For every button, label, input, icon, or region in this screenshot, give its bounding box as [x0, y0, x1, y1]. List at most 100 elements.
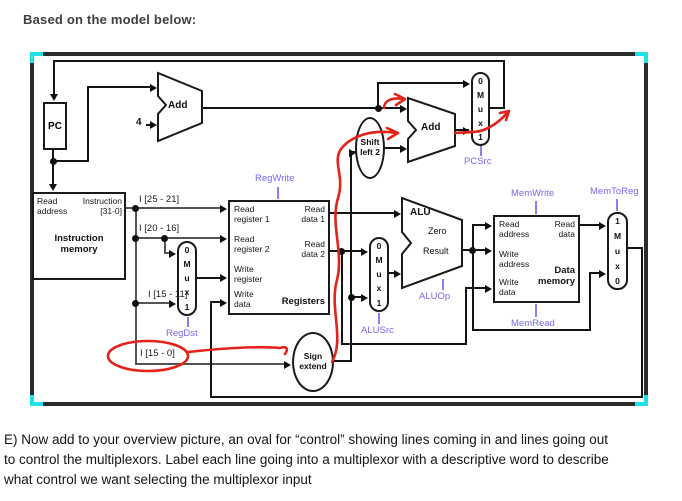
- wire: [341, 343, 467, 345]
- mux-port-label: 1: [376, 297, 382, 308]
- wire: [202, 107, 379, 109]
- signal-pcsrc-label: PCSrc: [464, 156, 492, 167]
- pcsrc-mux: 0 M u x 1: [471, 72, 490, 146]
- mux-label: x: [615, 260, 620, 271]
- sign-extend-unit: Sign extend: [292, 332, 334, 392]
- wire: [330, 250, 362, 252]
- signal-memtoreg-label: MemToReg: [590, 186, 639, 197]
- field-i15-11-label: I [15 - 11]: [148, 289, 188, 300]
- wire: [641, 247, 643, 398]
- red-path-immediate-to-branch-adder: [330, 130, 398, 364]
- selection-handle-top-right[interactable]: [635, 52, 648, 56]
- question-text: E) Now add to your overview picture, an …: [4, 432, 609, 487]
- constant-four-label: 4: [136, 117, 142, 128]
- wire-junction: [348, 294, 355, 301]
- mux-port-label: 1: [478, 131, 483, 142]
- wire: [350, 151, 352, 362]
- mux-port-label: 0: [478, 76, 483, 86]
- wire: [52, 150, 54, 186]
- red-arrow-to-sign-extend: [186, 345, 289, 356]
- selection-handle-bottom-left[interactable]: [30, 395, 34, 406]
- memtoreg-mux: 1 M u x 0: [607, 212, 628, 290]
- wire: [330, 212, 396, 214]
- arrowhead: [400, 105, 407, 113]
- wire: [87, 86, 89, 162]
- arrowhead: [49, 184, 57, 191]
- alusrc-mux: 0 M u x 1: [369, 237, 389, 312]
- mux-port-label: 1: [184, 301, 190, 312]
- selection-handle-bottom-right[interactable]: [635, 402, 648, 406]
- signal-tick: [442, 279, 444, 290]
- selection-handle-top-left[interactable]: [30, 52, 43, 56]
- sign-extend-label: Sign extend: [299, 351, 327, 371]
- pc-block: PC: [43, 102, 67, 150]
- wire-junction: [50, 158, 57, 165]
- mux-label: x: [184, 287, 190, 298]
- selection-handle-bottom-right[interactable]: [644, 395, 648, 406]
- signal-memwrite-label: MemWrite: [511, 188, 555, 199]
- reg-write-data-label: Write data: [234, 289, 254, 310]
- arrowhead: [349, 149, 356, 157]
- wire: [197, 277, 222, 279]
- mux-port-label: 0: [376, 241, 382, 251]
- signal-regwrite-label: RegWrite: [255, 173, 295, 184]
- im-read-address-label: Read address: [37, 196, 68, 217]
- signal-tick: [187, 317, 189, 327]
- arrowhead: [220, 205, 227, 213]
- arrowhead: [485, 285, 492, 293]
- signal-regdst-label: RegDst: [166, 328, 198, 339]
- field-i20-16-label: I [20 - 16]: [139, 223, 180, 234]
- field-i15-0-label: I [15 - 0]: [140, 348, 175, 359]
- reg-read-register-2-label: Read register 2: [234, 234, 270, 255]
- mux-label: M: [375, 255, 383, 266]
- reg-read-data-1-label: Read data 1: [301, 204, 325, 225]
- reg-write-register-label: Write register: [234, 264, 263, 285]
- branch-adder-label: Add: [421, 122, 441, 133]
- wire: [472, 224, 474, 251]
- mux-port-label: 0: [184, 245, 190, 255]
- wire: [472, 329, 591, 331]
- selection-handle-top-left[interactable]: [30, 52, 34, 63]
- wire: [377, 82, 379, 109]
- wire: [472, 249, 486, 251]
- wire: [472, 249, 474, 331]
- pc-adder-shape: [157, 71, 203, 143]
- dm-read-address-label: Read address: [499, 219, 530, 240]
- dm-write-address-label: Write address: [499, 249, 530, 270]
- mux-label: u: [376, 269, 382, 280]
- selection-handle-bottom-left[interactable]: [30, 402, 43, 406]
- data-memory-block: [493, 215, 580, 303]
- arrowhead: [463, 80, 470, 88]
- mux-port-label: 0: [615, 275, 620, 286]
- wire-instruction-bus: [135, 207, 137, 365]
- wire-junction: [132, 205, 139, 212]
- wire: [489, 107, 505, 109]
- arrowhead: [599, 222, 606, 230]
- selection-handle-top-right[interactable]: [644, 52, 648, 63]
- mux-label: M: [183, 259, 191, 270]
- alu-zero-label: Zero: [428, 226, 447, 236]
- signal-tick: [277, 187, 279, 199]
- wire: [465, 287, 467, 345]
- wire-junction: [469, 247, 476, 254]
- mux-label: x: [478, 117, 483, 128]
- red-arrow-pc4-into-adder: [382, 97, 406, 110]
- alu-label: ALU: [410, 207, 431, 218]
- arrowhead: [150, 121, 157, 129]
- wire: [377, 82, 467, 84]
- wire: [53, 60, 505, 62]
- alu-result-label: Result: [423, 246, 449, 256]
- signal-memread-label: MemRead: [511, 318, 555, 329]
- red-arrowhead: [385, 126, 400, 141]
- regdst-mux: 0 M u x 1: [177, 241, 197, 316]
- dm-write-data-label: Write data: [499, 277, 519, 298]
- pc-adder-label: Add: [168, 100, 188, 111]
- arrowhead: [485, 222, 492, 230]
- arrowhead: [169, 300, 176, 308]
- arrowhead: [220, 235, 227, 243]
- dm-title: Data memory: [538, 265, 575, 288]
- field-i25-21-label: I [25 - 21]: [139, 194, 180, 205]
